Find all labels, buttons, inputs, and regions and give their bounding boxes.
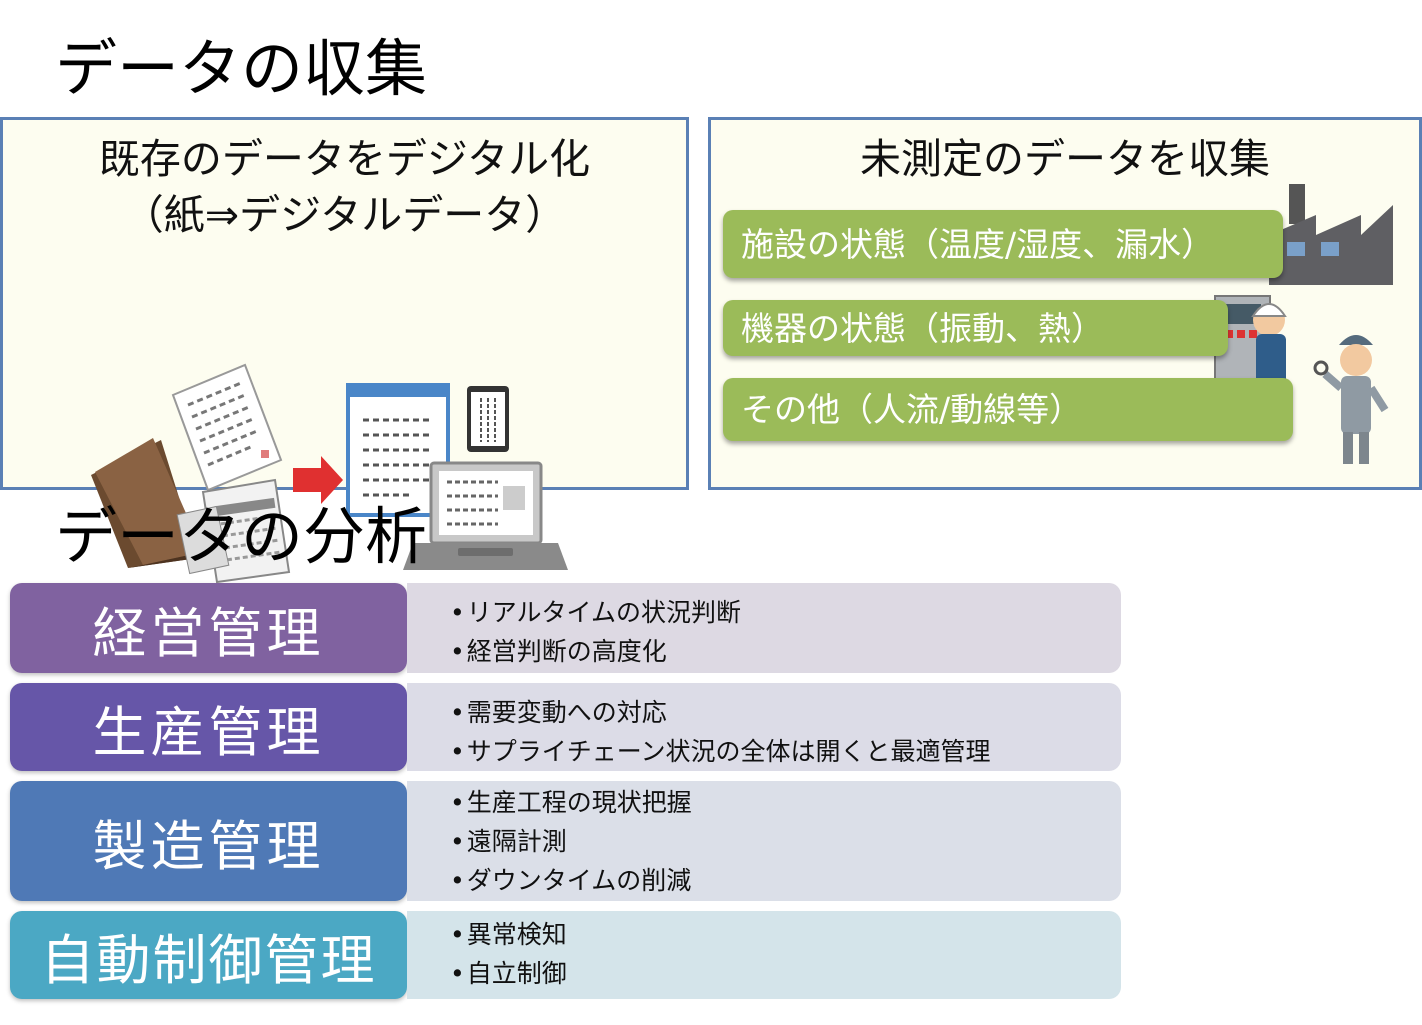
worker-wrench-icon	[1313, 335, 1389, 464]
analysis-desc-autocontrol: 異常検知 自立制御	[407, 911, 1121, 999]
analysis-label-production: 生産管理	[10, 683, 407, 771]
digitize-title-line2: （紙⇒デジタルデータ）	[122, 191, 567, 239]
measure-title: 未測定のデータを収集	[860, 135, 1270, 183]
analysis-item: サプライチェーン状況の全体は開くと最適管理	[450, 732, 1121, 771]
digitize-title-line1: 既存のデータをデジタル化	[98, 135, 591, 183]
analysis-item: 自立制御	[450, 954, 1121, 993]
measure-item-facility: 施設の状態（温度/湿度、漏水）	[723, 210, 1283, 278]
analysis-item: ダウンタイムの削減	[450, 861, 1121, 900]
analysis-desc-management: リアルタイムの状況判断 経営判断の高度化	[407, 583, 1121, 673]
factory-icon	[1269, 184, 1393, 285]
arrow-right-icon	[293, 456, 343, 504]
measure-panel: 未測定のデータを収集	[708, 117, 1422, 490]
book-icon	[91, 438, 203, 568]
analysis-label-management: 経営管理	[10, 583, 407, 673]
analysis-label-manufacturing: 製造管理	[10, 781, 407, 901]
collection-heading: データの収集	[55, 32, 428, 105]
analysis-item: 遠隔計測	[450, 822, 1121, 861]
analysis-desc-production: 需要変動への対応 サプライチェーン状況の全体は開くと最適管理	[407, 683, 1121, 771]
analysis-item: リアルタイムの状況判断	[450, 593, 1121, 632]
newspaper-icon	[176, 478, 291, 584]
measure-item-other: その他（人流/動線等）	[723, 378, 1293, 441]
analysis-item: 経営判断の高度化	[450, 632, 1121, 671]
measure-item-equipment: 機器の状態（振動、熱）	[723, 300, 1228, 356]
analysis-item: 異常検知	[450, 915, 1121, 954]
analysis-label-autocontrol: 自動制御管理	[10, 911, 407, 999]
paper-to-digital-illustration	[91, 363, 568, 584]
digitize-panel: 既存のデータをデジタル化 （紙⇒デジタルデータ）	[0, 117, 689, 584]
analysis-item: 生産工程の現状把握	[450, 783, 1121, 822]
tablet-icon	[467, 386, 509, 452]
laptop-icon	[403, 461, 568, 570]
paper-document-icon	[171, 363, 283, 492]
analysis-desc-manufacturing: 生産工程の現状把握 遠隔計測 ダウンタイムの削減	[407, 781, 1121, 901]
analysis-heading: データの分析	[55, 500, 428, 573]
analysis-item: 需要変動への対応	[450, 693, 1121, 732]
